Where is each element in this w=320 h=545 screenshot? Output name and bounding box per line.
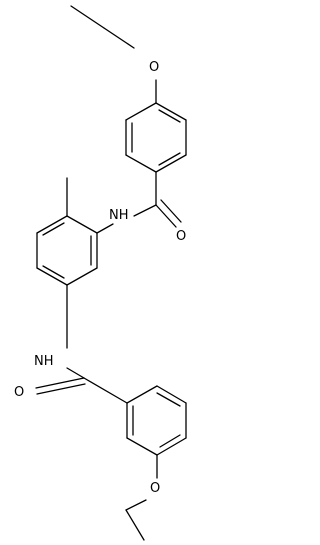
bond-ring-lower-double-b	[159, 434, 181, 448]
bond-ring-upper-double-b	[158, 152, 181, 166]
bond-ring-upper-double-a	[158, 109, 181, 123]
atom-o-ethoxy-lower: O	[150, 481, 160, 496]
bond-ethyl-lower-ch3	[125, 509, 145, 541]
bond-ring-central-double-b	[42, 265, 65, 279]
bond-ring-central-3	[36, 267, 68, 286]
bond-ring-lower-1	[126, 385, 158, 404]
bond-ring-upper-6	[125, 102, 157, 121]
atom-nh-amide-upper: NH	[109, 208, 129, 223]
bond-carbonyl-lower-c-o-1	[35, 377, 85, 389]
bond-ring-central-5	[36, 215, 68, 234]
bond-ring-upper-1	[155, 102, 187, 121]
bond-ring-lower-4	[156, 437, 187, 456]
atom-nh-amide-lower: NH	[34, 354, 54, 369]
bond-ring-central-2	[66, 267, 98, 286]
bond-nh-lower-to-carbonyl	[66, 367, 85, 379]
bond-ring-central-double-c	[42, 222, 65, 236]
bond-ethyl-upper-ch2	[103, 27, 135, 49]
bond-ethyl-lower-ch2	[125, 499, 147, 511]
bond-carbonyl-upper-c-o-2	[160, 199, 182, 223]
bond-ring-upper-3	[155, 154, 187, 173]
atom-o-carbonyl-lower: O	[14, 385, 24, 400]
bond-ring-upper-4	[125, 154, 157, 173]
structure-canvas: O NH O NH O O	[14, 5, 187, 541]
bond-carbonyl-upper-c-n	[133, 204, 157, 217]
bond-carbonyl-to-ring-lower	[83, 377, 128, 404]
bond-ring-lower-double-a	[156, 392, 181, 407]
bond-nh-upper-to-ring	[96, 223, 114, 234]
atom-o-ethoxy-upper: O	[149, 60, 159, 75]
bond-ethyl-upper-ch3	[70, 5, 105, 29]
bond-ring-lower-5	[126, 437, 158, 456]
bond-ring-lower-2	[156, 385, 187, 404]
bond-carbonyl-lower-c-o-2	[36, 383, 86, 395]
bond-carbonyl-upper-c-o-1	[155, 204, 177, 228]
molecule-diagram: O NH O NH O O	[14, 5, 187, 541]
bond-ring-central-6	[66, 215, 98, 234]
atom-o-carbonyl-upper: O	[176, 229, 186, 244]
